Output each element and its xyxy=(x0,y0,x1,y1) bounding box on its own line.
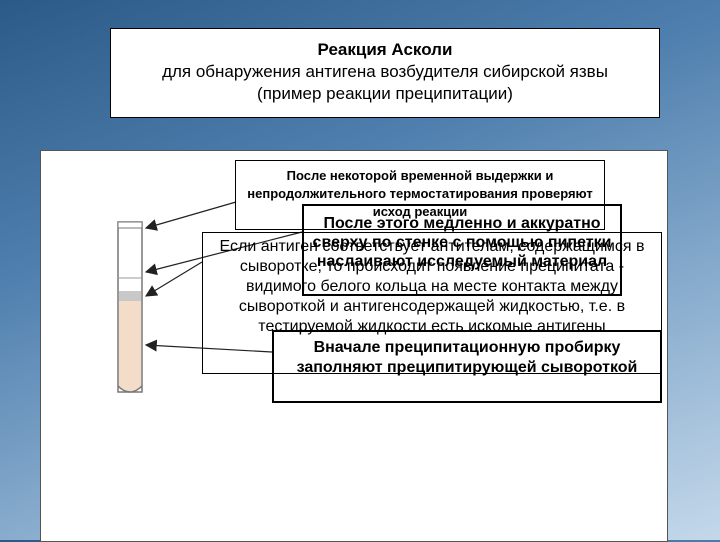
serum-layer xyxy=(119,300,141,386)
precipitate-ring xyxy=(119,291,141,301)
arrow-to-sample-layer xyxy=(144,231,303,276)
slide-title: Реакция Асколи xyxy=(317,40,453,59)
slide-subtitle: для обнаружения антигена возбудителя сиб… xyxy=(162,62,608,81)
result-description: Если антиген соответствует антителам, со… xyxy=(202,232,662,374)
arrow-to-tube-top xyxy=(144,201,237,231)
slide-subtitle-note: (пример реакции преципитации) xyxy=(257,84,513,103)
note-incubation: После некоторой временной выдержки и неп… xyxy=(235,160,605,230)
arrow-to-serum xyxy=(144,339,273,353)
step-layer-sample: После этого медленно и аккуратно сверху … xyxy=(302,204,622,296)
test-tube-icon xyxy=(117,221,143,393)
step-fill-serum: Вначале преципитационную пробирку заполн… xyxy=(272,330,662,403)
title-box: Реакция Асколи для обнаружения антигена … xyxy=(110,28,660,118)
diagram-panel xyxy=(40,150,668,542)
arrow-to-precipitate-ring xyxy=(144,261,203,297)
